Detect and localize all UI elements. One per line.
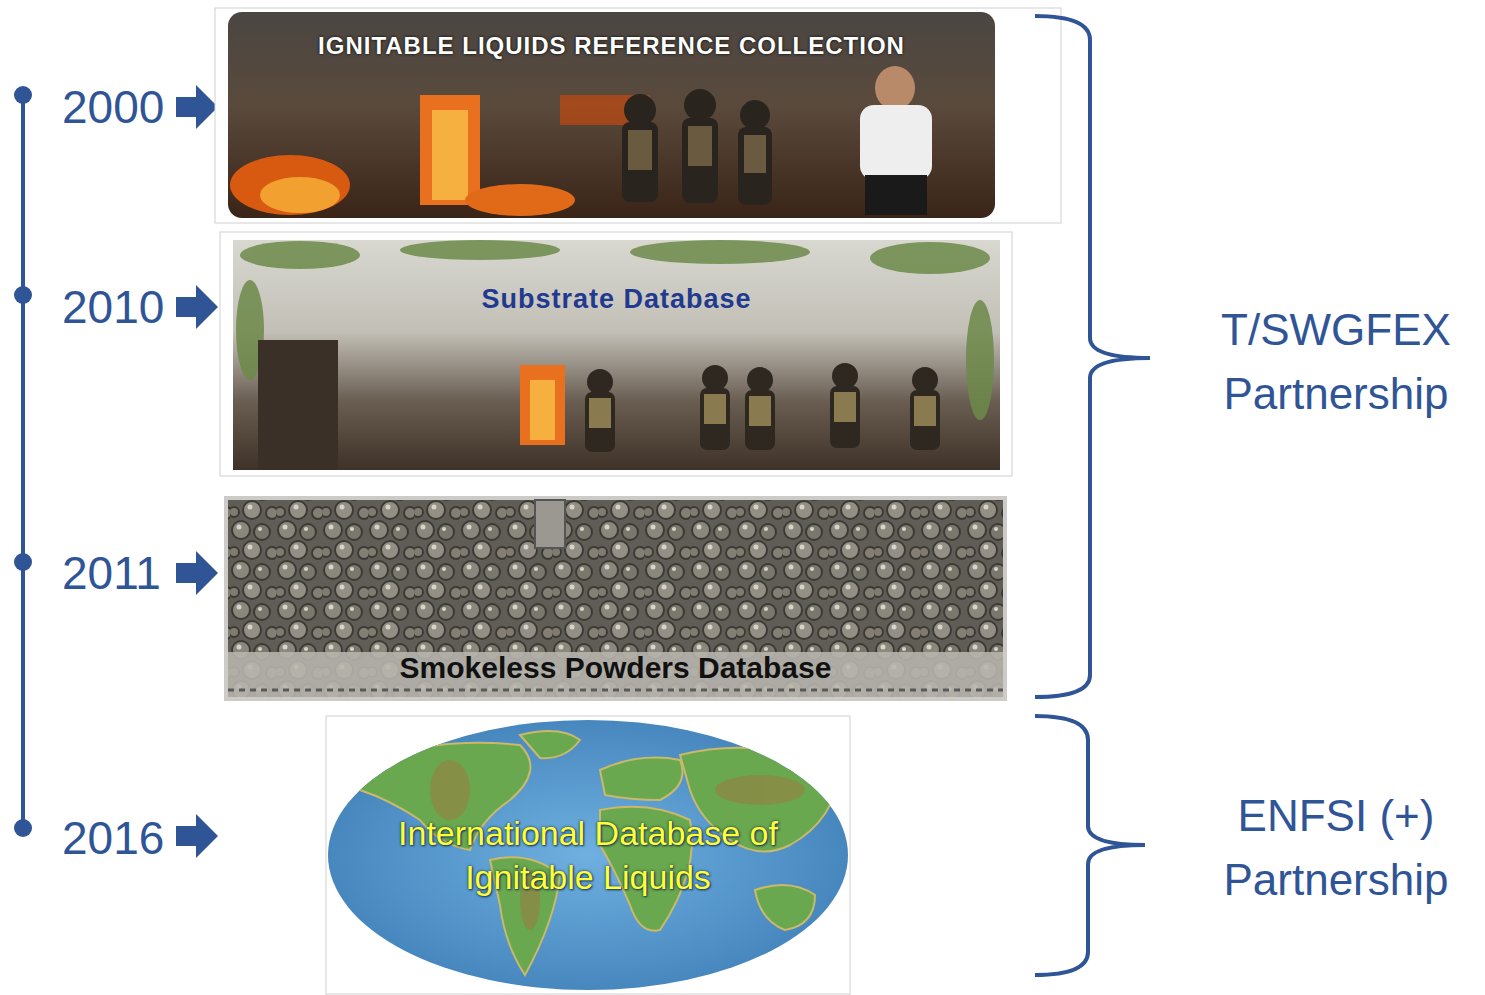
panel-substrate: Substrate Database [233,240,1000,470]
year-label: 2000 [62,74,164,141]
panel-powders: Smokeless Powders Database [228,500,1003,697]
year-label: 2010 [62,274,164,341]
panel-title: Smokeless Powders Database [400,648,832,687]
partnership-label: ENFSI (+) Partnership [1191,784,1481,912]
year-label: 2011 [62,540,161,607]
partnership-label: T/SWGFEX Partnership [1191,298,1481,426]
panel-collection: IGNITABLE LIQUIDS REFERENCE COLLECTION [228,12,995,218]
panel-title: Substrate Database [481,282,751,317]
year-label: 2016 [62,805,164,872]
panel-international: International Database of Ignitable Liqu… [348,760,828,950]
panel-title: International Database of Ignitable Liqu… [368,811,808,899]
panel-title: IGNITABLE LIQUIDS REFERENCE COLLECTION [318,30,905,61]
